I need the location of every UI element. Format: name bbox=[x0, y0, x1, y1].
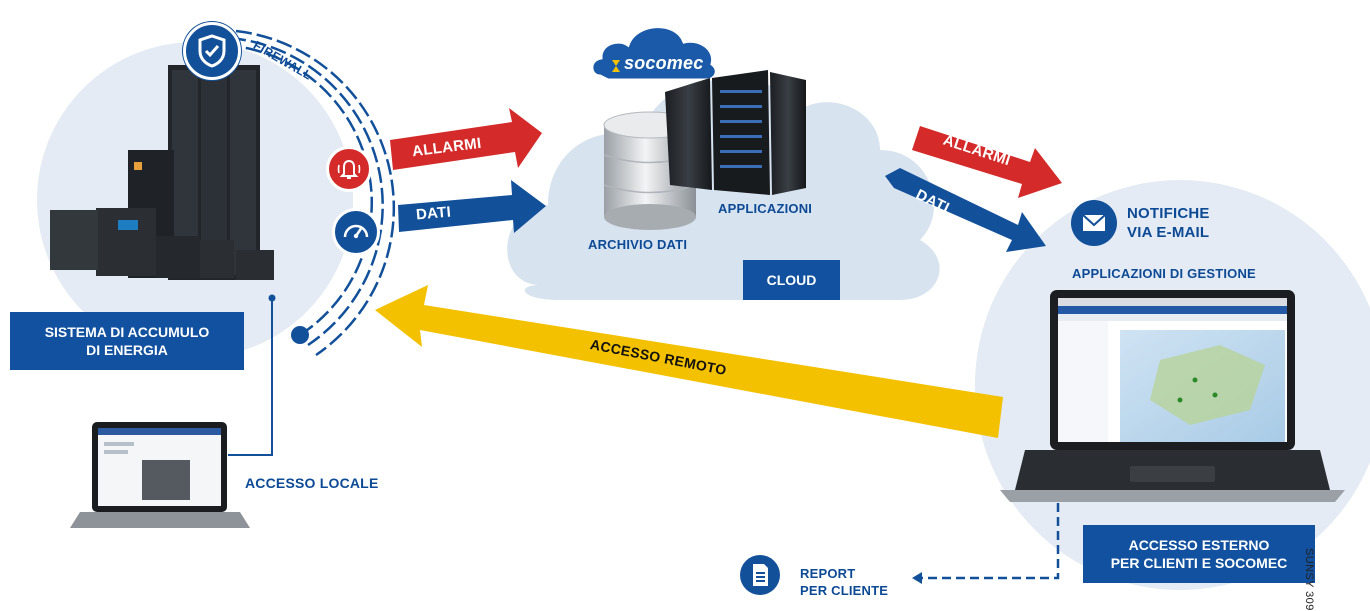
firewall-arc-3 bbox=[235, 29, 396, 357]
email-notifications-label: NOTIFICHE VIA E-MAIL bbox=[1127, 205, 1210, 241]
remote-access-arrow bbox=[375, 285, 1003, 438]
brand-mark-icon bbox=[612, 60, 620, 72]
management-laptop bbox=[1000, 290, 1345, 502]
storage-system-label: SISTEMA DI ACCUMULO DI ENERGIA bbox=[10, 312, 244, 370]
local-laptop bbox=[70, 422, 250, 528]
management-apps-label: APPLICAZIONI DI GESTIONE bbox=[1072, 266, 1256, 281]
alarm-arrow-right bbox=[912, 126, 1062, 198]
data-archive-label: ARCHIVIO DATI bbox=[588, 237, 688, 252]
data-arrow-right bbox=[885, 168, 1046, 252]
brand-logo: socomec bbox=[624, 53, 704, 73]
figure-code: SUNSY 309 bbox=[1303, 548, 1315, 611]
applications-label: APPLICAZIONI bbox=[718, 201, 813, 216]
brand-cloud bbox=[590, 25, 718, 82]
report-arrowhead bbox=[912, 572, 922, 584]
document-icon bbox=[740, 555, 780, 595]
report-connector-line bbox=[918, 503, 1060, 580]
firewall-arc-2 bbox=[229, 36, 384, 347]
external-access-label: ACCESSO ESTERNO PER CLIENTI E SOCOMEC bbox=[1083, 525, 1315, 583]
shield-icon bbox=[183, 22, 241, 80]
arc-end-dot bbox=[291, 326, 309, 344]
database-icon bbox=[603, 111, 697, 230]
server-racks-icon bbox=[665, 70, 806, 195]
alarm-bell-icon bbox=[326, 146, 372, 192]
data-arrow-left bbox=[398, 180, 546, 233]
email-icon bbox=[1071, 200, 1117, 246]
energy-storage-equipment bbox=[50, 65, 274, 280]
cloud-label: CLOUD bbox=[743, 260, 840, 300]
gauge-icon bbox=[332, 208, 380, 256]
local-connector-line bbox=[228, 298, 273, 456]
alarm-arrow-left bbox=[390, 108, 542, 170]
data-arrow-left-label: DATI bbox=[415, 203, 452, 224]
report-label: REPORT PER CLIENTE bbox=[800, 566, 889, 598]
local-access-label: ACCESSO LOCALE bbox=[245, 475, 379, 491]
